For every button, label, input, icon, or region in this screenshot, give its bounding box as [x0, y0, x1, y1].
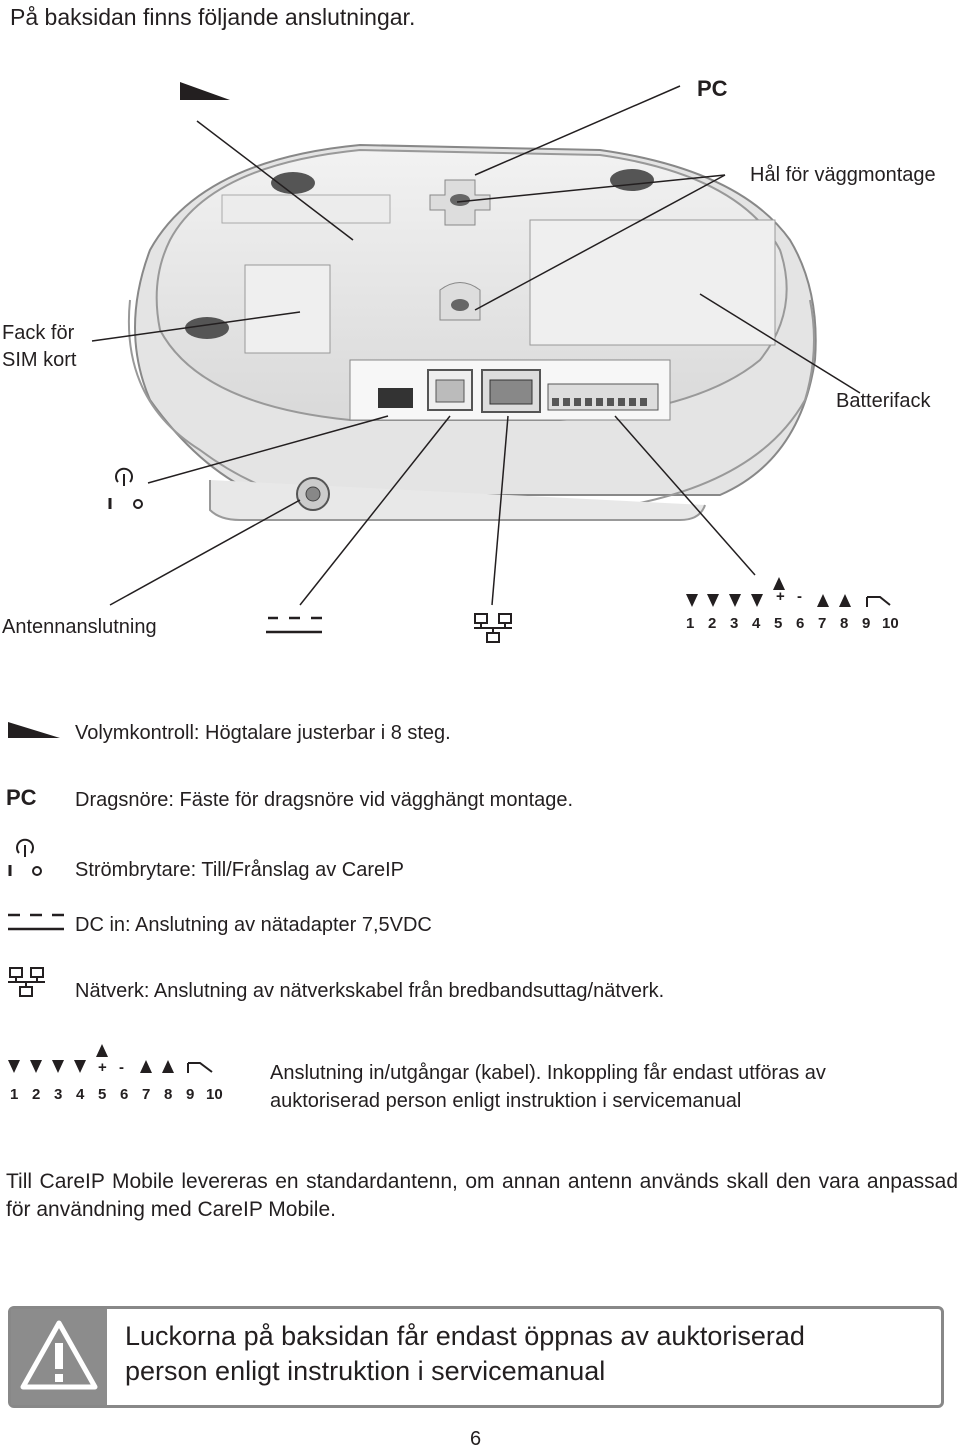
pin-number: 2 — [708, 615, 717, 632]
battery-compartment — [529, 219, 776, 346]
legend-io-text-line1: Anslutning in/utgångar (kabel). Inkoppli… — [270, 1062, 826, 1084]
legend-pin-minus: - — [119, 1059, 124, 1076]
pin-minus: - — [797, 588, 802, 605]
pin-number: 5 — [774, 615, 783, 632]
battery-label: Batterifack — [836, 390, 931, 412]
legend-volume-text: Volymkontroll: Högtalare justerbar i 8 s… — [75, 722, 451, 744]
wall-hole-2 — [610, 169, 654, 191]
warning-box: Luckorna på baksidan får endast öppnas a… — [8, 1306, 944, 1408]
wall-hole-3 — [185, 317, 229, 339]
pc-icon: PC — [6, 785, 37, 810]
pin-number: 7 — [818, 615, 827, 632]
legend-network-text: Nätverk: Anslutning av nätverkskabel frå… — [75, 980, 665, 1002]
pin-number: 3 — [730, 615, 739, 632]
antenna-label: Antennanslutning — [2, 616, 157, 638]
pin-number: 7 — [142, 1086, 151, 1103]
terminal-block — [547, 383, 659, 411]
pin-numbers-legend: 1 2 3 4 5 6 7 8 9 10 — [10, 1086, 223, 1103]
sim-label-line2: SIM kort — [2, 349, 77, 371]
legend-pin-plus: + — [98, 1059, 107, 1076]
pin-number: 6 — [796, 615, 805, 632]
warning-line2: person enligt instruktion i servicemanua… — [125, 1356, 606, 1386]
pin-number: 8 — [840, 615, 849, 632]
wall-holes-label: Hål för väggmontage — [750, 164, 936, 186]
pin-plus: + — [776, 588, 785, 605]
io-terminal-icon — [8, 1044, 213, 1073]
legend-dc-text: DC in: Anslutning av nätadapter 7,5VDC — [75, 914, 432, 936]
pin-number: 6 — [120, 1086, 129, 1103]
pin-number: 9 — [186, 1086, 195, 1103]
pin-number: 8 — [164, 1086, 173, 1103]
pin-number: 4 — [76, 1086, 85, 1103]
legend-power-text: Strömbrytare: Till/Frånslag av CareIP — [75, 859, 404, 881]
pin-number: 2 — [32, 1086, 41, 1103]
network-icon — [8, 967, 45, 997]
pin-number: 1 — [686, 615, 695, 632]
pin-number: 10 — [206, 1086, 223, 1103]
pin-number: 3 — [54, 1086, 63, 1103]
legend-io-text-line2: auktoriserad person enligt instruktion i… — [270, 1090, 742, 1112]
page-number: 6 — [470, 1428, 482, 1450]
warning-icon-panel — [11, 1309, 107, 1405]
volume-icon — [180, 82, 230, 100]
page-title: På baksidan finns följande anslutningar. — [10, 4, 416, 30]
warning-line1: Luckorna på baksidan får endast öppnas a… — [125, 1321, 805, 1351]
pin-numbers-top: 1 2 3 4 5 6 7 8 9 10 — [686, 615, 899, 632]
power-switch-icon — [8, 838, 42, 876]
pc-label: PC — [697, 76, 728, 101]
sim-label-line1: Fack för — [2, 322, 75, 344]
device-rear-illustration: PC — [91, 76, 891, 643]
network-icon — [474, 613, 512, 643]
volume-icon — [8, 722, 60, 738]
pin-number: 10 — [882, 615, 899, 632]
pin-number: 9 — [862, 615, 871, 632]
dc-in-icon — [8, 913, 64, 931]
legend-pc-text: Dragsnöre: Fäste för dragsnöre vid väggh… — [75, 789, 574, 811]
power-switch — [378, 388, 413, 408]
io-terminal-icon-top — [686, 577, 891, 607]
warning-text: Luckorna på baksidan får endast öppnas a… — [125, 1319, 925, 1389]
pin-number: 4 — [752, 615, 761, 632]
wall-hole-1 — [271, 172, 315, 194]
sim-compartment — [244, 264, 331, 354]
pin-number: 5 — [98, 1086, 107, 1103]
info-paragraph: Till CareIP Mobile levereras en standard… — [6, 1170, 958, 1221]
pin-number: 1 — [10, 1086, 19, 1103]
warning-triangle-icon — [20, 1320, 98, 1390]
power-switch-icon — [108, 467, 143, 509]
legend-icons: PC — [6, 722, 213, 1073]
dc-in-icon — [266, 616, 322, 634]
